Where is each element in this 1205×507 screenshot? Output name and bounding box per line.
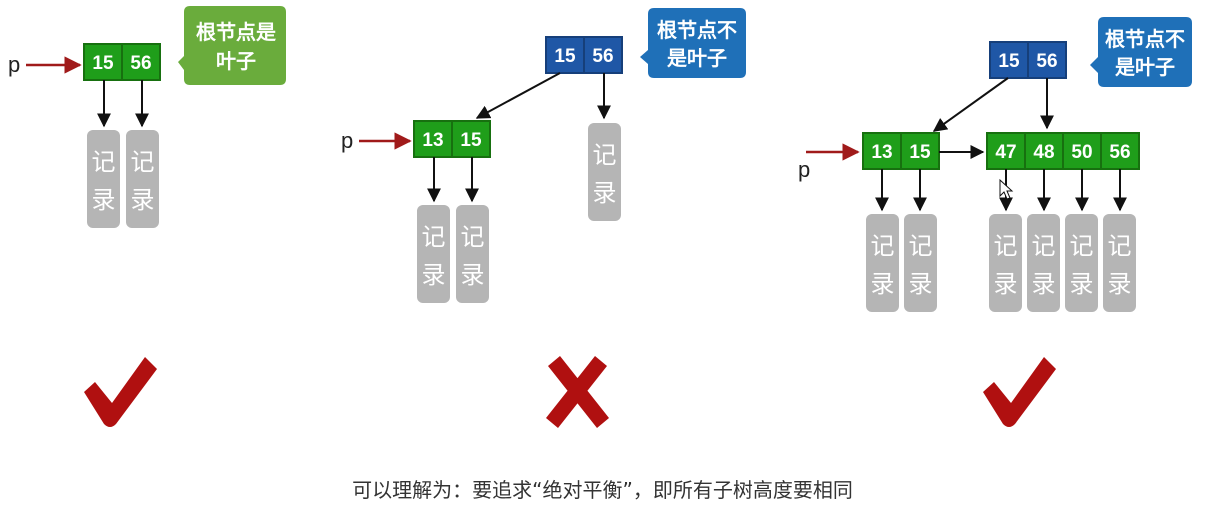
key-value: 15 bbox=[909, 142, 931, 163]
record-box: 记 录 bbox=[989, 214, 1022, 312]
record-char: 记 bbox=[131, 149, 155, 176]
callout-line-2: 是叶子 bbox=[666, 47, 727, 70]
key-value: 15 bbox=[460, 130, 482, 151]
record-char: 录 bbox=[422, 262, 446, 289]
record-char: 记 bbox=[422, 224, 446, 251]
record-box: 记 录 bbox=[126, 130, 159, 228]
record-char: 录 bbox=[994, 271, 1018, 298]
record-char: 录 bbox=[593, 180, 617, 207]
key-cell bbox=[121, 43, 161, 81]
root-node: 15 56 bbox=[989, 41, 1067, 79]
record-char: 记 bbox=[994, 233, 1018, 260]
leaf-node: 13 15 bbox=[413, 120, 491, 158]
record-char: 录 bbox=[1108, 271, 1132, 298]
record-box: 记 录 bbox=[417, 205, 450, 303]
record-box: 记 录 bbox=[588, 123, 621, 221]
record-char: 录 bbox=[871, 271, 895, 298]
record-char: 记 bbox=[461, 224, 485, 251]
callout: 根节点是 叶子 bbox=[178, 6, 286, 85]
key-value: 15 bbox=[92, 53, 114, 74]
key-cell bbox=[583, 36, 623, 74]
key-cell bbox=[451, 120, 491, 158]
key-value: 15 bbox=[998, 51, 1020, 72]
callout-bubble bbox=[640, 8, 746, 78]
cross-mark-icon bbox=[546, 356, 609, 428]
key-cell bbox=[1024, 132, 1064, 170]
callout-line-1: 根节点不 bbox=[1105, 27, 1185, 51]
key-value: 50 bbox=[1071, 142, 1092, 163]
record-box: 记 录 bbox=[1065, 214, 1098, 312]
record-char: 记 bbox=[1032, 233, 1056, 260]
pointer-label: p bbox=[8, 52, 20, 77]
leaf-node: 47 48 50 56 bbox=[986, 132, 1140, 170]
key-value: 56 bbox=[130, 53, 151, 74]
callout-line-2: 叶子 bbox=[216, 50, 256, 73]
key-cell bbox=[545, 36, 585, 74]
record-char: 记 bbox=[871, 233, 895, 260]
key-cell bbox=[1027, 41, 1067, 79]
root-node: 15 56 bbox=[83, 43, 161, 81]
key-cell bbox=[413, 120, 453, 158]
key-cell bbox=[989, 41, 1029, 79]
callout: 根节点不 是叶子 bbox=[640, 8, 746, 78]
record-char: 录 bbox=[909, 271, 933, 298]
record-char: 记 bbox=[909, 233, 933, 260]
record-char: 记 bbox=[1108, 233, 1132, 260]
child-arrow bbox=[932, 77, 1009, 132]
record-char: 记 bbox=[92, 149, 116, 176]
key-value: 48 bbox=[1033, 142, 1054, 163]
record-box: 记 录 bbox=[904, 214, 937, 312]
record-char: 录 bbox=[1070, 271, 1094, 298]
diagram-3: 15 56 根节点不 是叶子 p 13 15 47 48 50 56 bbox=[798, 17, 1192, 427]
pointer-label: p bbox=[341, 128, 353, 153]
callout-bubble bbox=[1090, 17, 1192, 87]
callout: 根节点不 是叶子 bbox=[1090, 17, 1192, 87]
check-mark-icon bbox=[983, 357, 1056, 427]
root-node: 15 56 bbox=[545, 36, 623, 74]
diagram-1: p 15 56 根节点是 叶子 记 录 记 录 bbox=[8, 6, 286, 427]
key-value: 15 bbox=[554, 46, 576, 67]
key-value: 56 bbox=[592, 46, 613, 67]
key-value: 56 bbox=[1036, 51, 1057, 72]
diagram-2: 15 56 根节点不 是叶子 p 13 15 记 录 记 录 bbox=[341, 8, 746, 428]
record-char: 记 bbox=[593, 142, 617, 169]
callout-line-1: 根节点是 bbox=[196, 20, 276, 44]
key-value: 47 bbox=[995, 142, 1016, 163]
mouse-cursor-icon bbox=[999, 178, 1014, 200]
record-box: 记 录 bbox=[1103, 214, 1136, 312]
record-char: 记 bbox=[1070, 233, 1094, 260]
caption-text: 可以理解为：要追求“绝对平衡”，即所有子树高度要相同 bbox=[352, 478, 853, 502]
callout-bubble bbox=[178, 6, 286, 85]
key-cell bbox=[1100, 132, 1140, 170]
record-char: 录 bbox=[461, 262, 485, 289]
record-box: 记 录 bbox=[866, 214, 899, 312]
record-char: 录 bbox=[1032, 271, 1056, 298]
record-box: 记 录 bbox=[1027, 214, 1060, 312]
child-arrow bbox=[475, 72, 561, 119]
record-char: 录 bbox=[92, 187, 116, 214]
key-value: 13 bbox=[422, 130, 443, 151]
leaf-node: 13 15 bbox=[862, 132, 940, 170]
callout-line-1: 根节点不 bbox=[657, 18, 737, 42]
record-box: 记 录 bbox=[87, 130, 120, 228]
pointer-label: p bbox=[798, 157, 810, 182]
key-value: 56 bbox=[1109, 142, 1130, 163]
record-box: 记 录 bbox=[456, 205, 489, 303]
check-mark-icon bbox=[84, 357, 157, 427]
key-value: 13 bbox=[871, 142, 892, 163]
record-char: 录 bbox=[131, 187, 155, 214]
callout-line-2: 是叶子 bbox=[1114, 56, 1175, 79]
key-cell bbox=[986, 132, 1026, 170]
